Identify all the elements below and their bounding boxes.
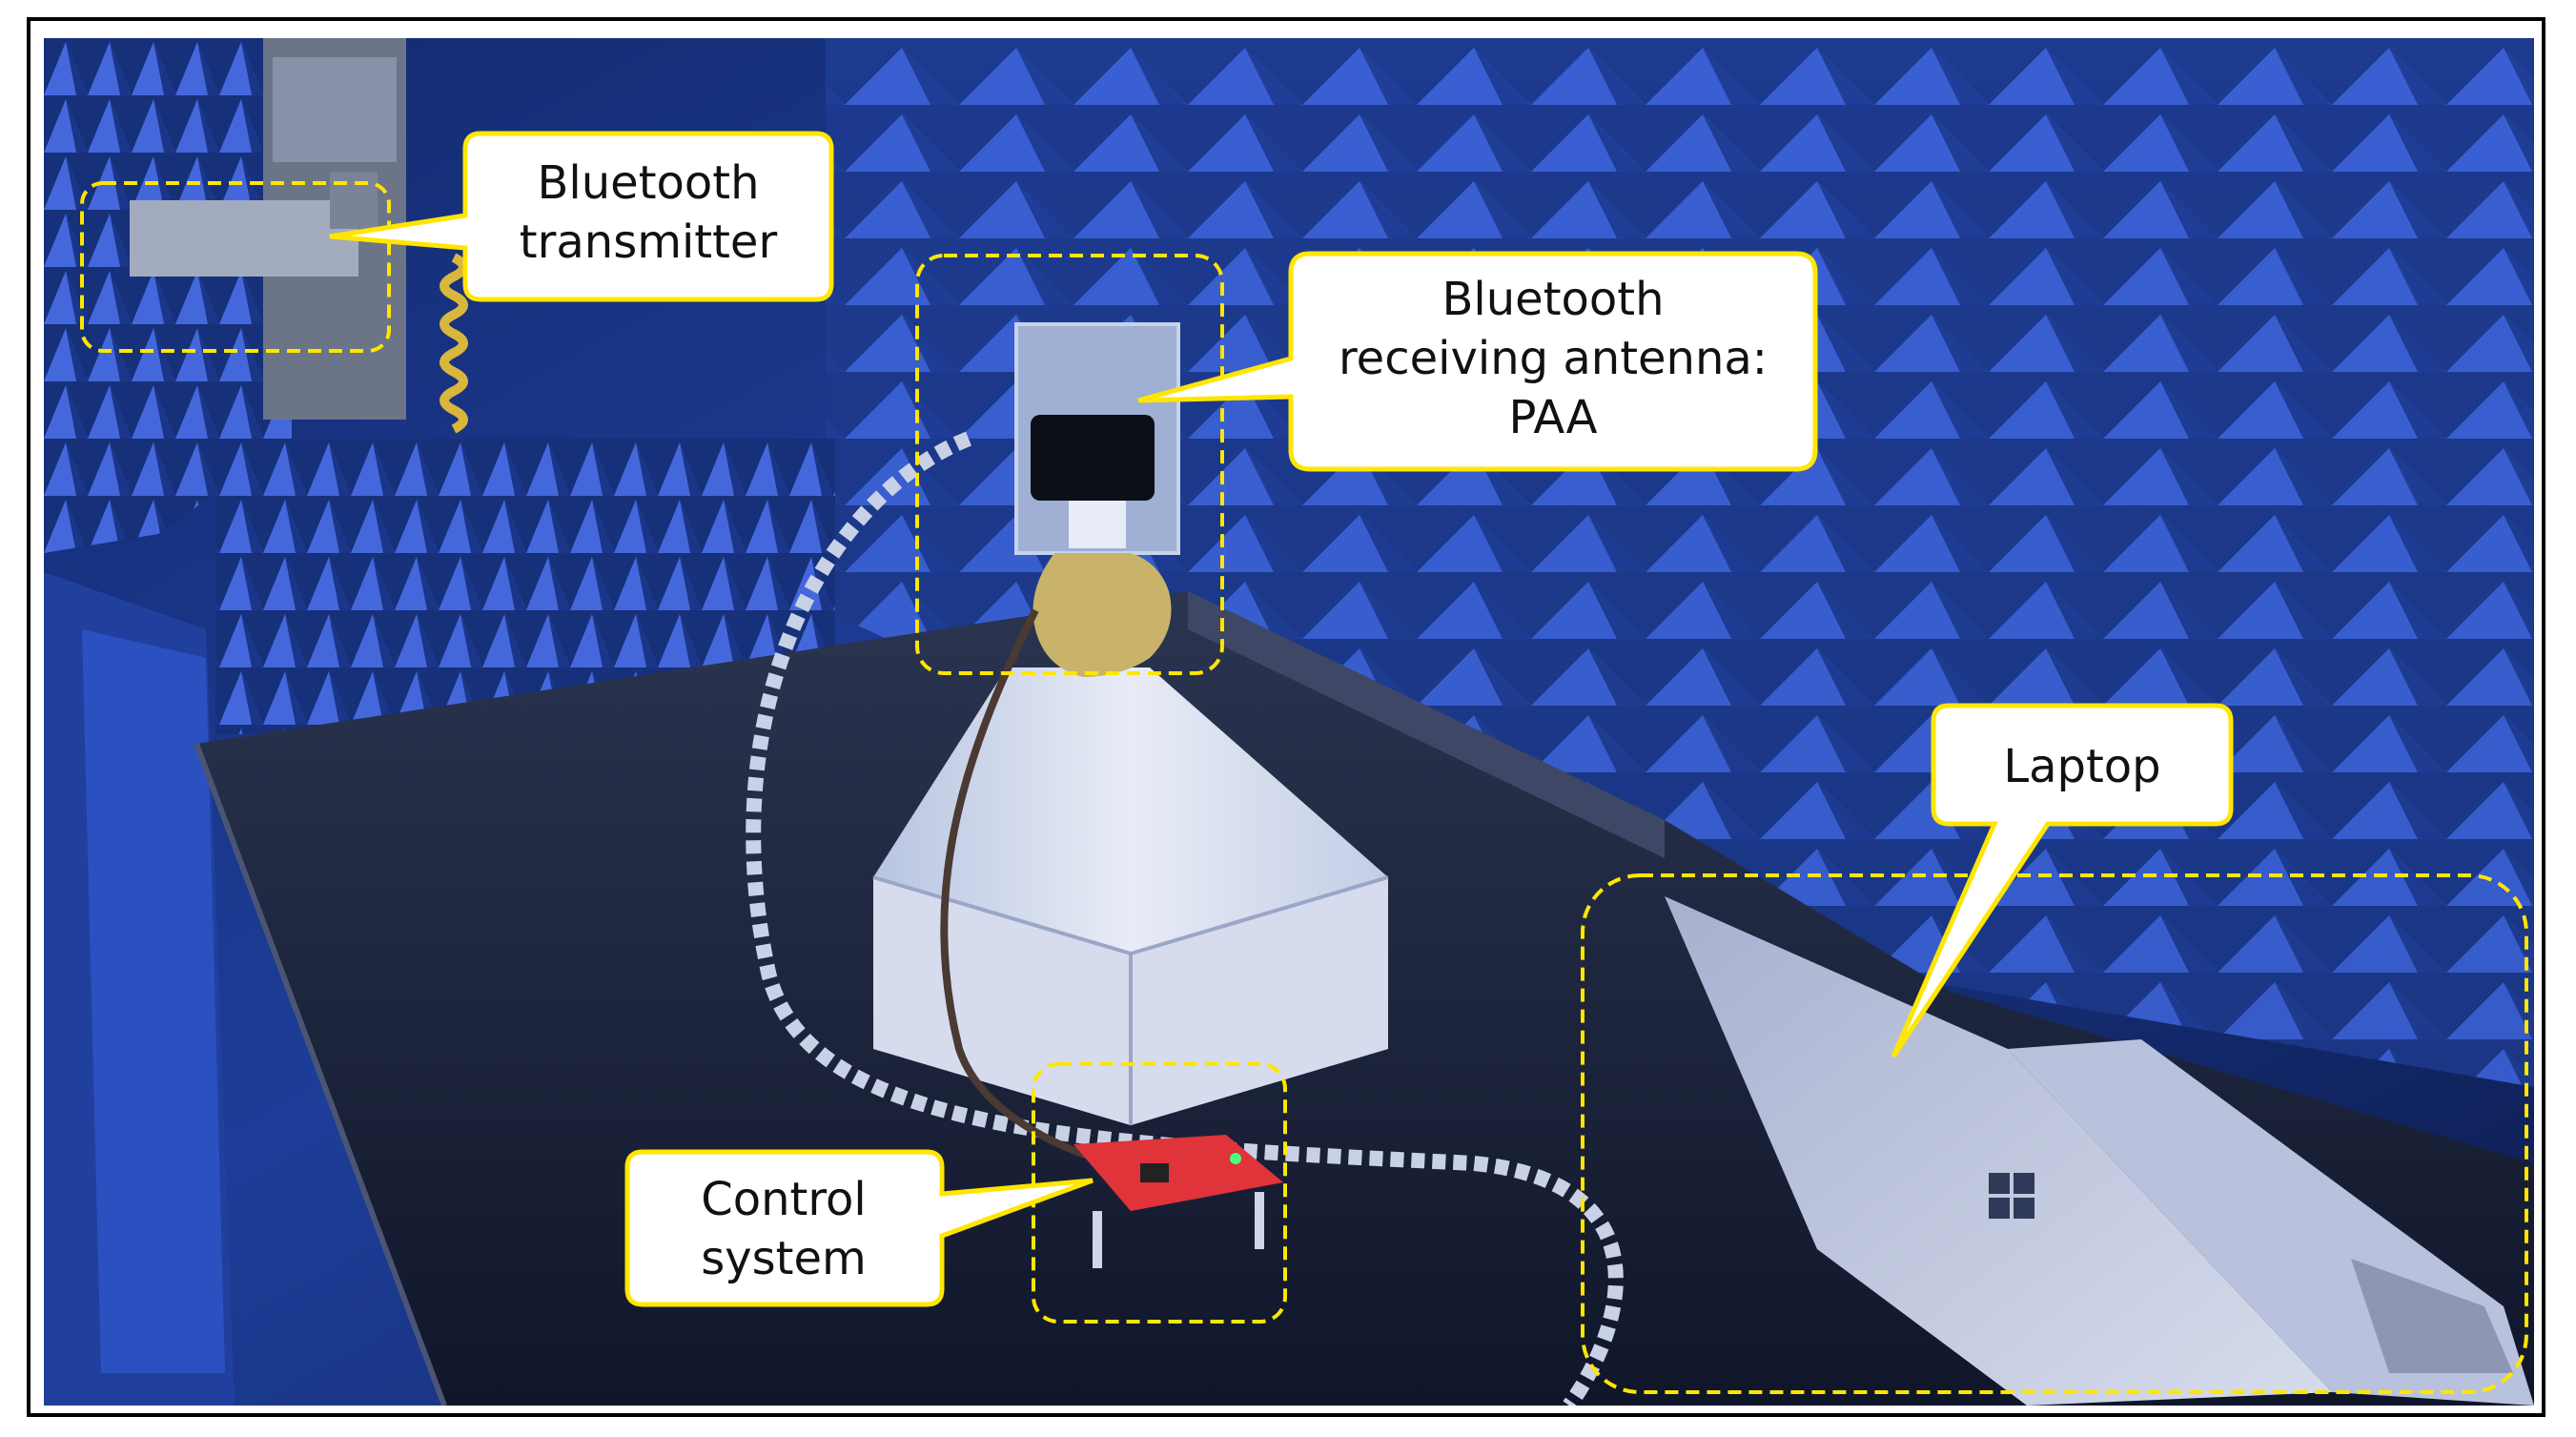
paa-antenna	[1014, 322, 1180, 677]
anechoic-chamber-photo: Bluetooth transmitter Bluetooth receivin…	[44, 38, 2534, 1406]
callout-laptop-line1: Laptop	[2003, 740, 2160, 793]
callout-control: Control system	[624, 1149, 1094, 1307]
highlight-laptop	[1581, 873, 2528, 1394]
rf-cable	[746, 431, 1624, 1406]
callout-transmitter-line1: Bluetooth	[537, 156, 759, 210]
callout-transmitter-line2: transmitter	[520, 216, 778, 269]
callout-control-line1: Control	[701, 1173, 867, 1226]
highlight-control	[1032, 1062, 1287, 1324]
callout-antenna-line1: Bluetooth	[1441, 273, 1664, 326]
callout-control-line2: system	[701, 1232, 867, 1285]
laptop	[1665, 896, 2534, 1406]
absorber-wall-left	[44, 38, 292, 1406]
callout-antenna: Bluetooth receiving antenna: PAA	[1137, 251, 1818, 472]
callout-antenna-line3: PAA	[1509, 391, 1598, 444]
figure-frame: Bluetooth transmitter Bluetooth receivin…	[27, 17, 2545, 1417]
highlight-antenna	[915, 254, 1224, 675]
callout-antenna-line2: receiving antenna:	[1339, 332, 1768, 385]
callout-laptop: Laptop	[1891, 703, 2234, 1058]
control-board	[1073, 1135, 1283, 1268]
callout-transmitter: Bluetooth transmitter	[329, 131, 834, 302]
highlight-transmitter	[80, 181, 391, 353]
